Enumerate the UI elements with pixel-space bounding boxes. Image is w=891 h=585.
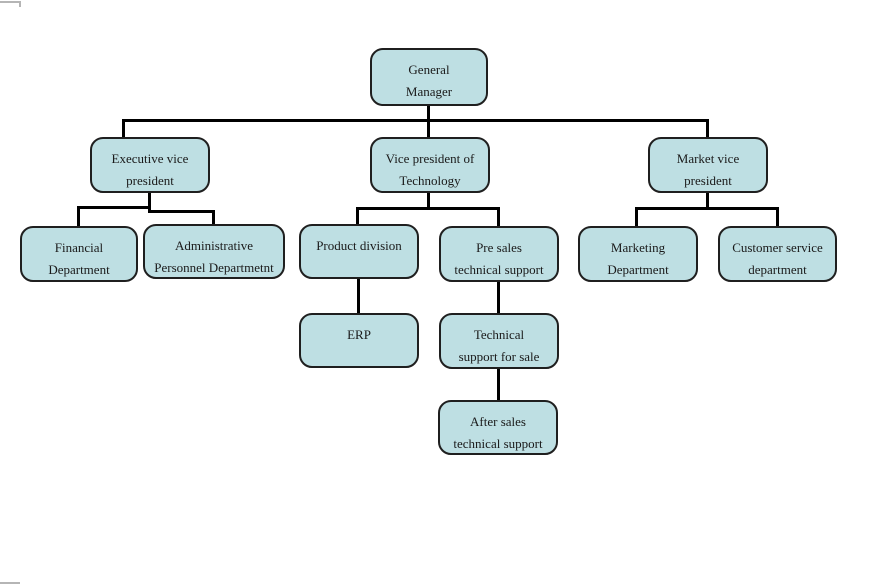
node-administrative-personnel-department: Administrative Personnel Departmetnt [143,224,285,279]
connector-drop-pre-sales [497,207,500,227]
connector-drop-marketing [635,207,638,227]
node-pre-sales-technical-support: Pre sales technical support [439,226,559,282]
node-general-manager-label: General Manager [405,62,453,99]
connector-drop-executive-vp [122,119,125,138]
node-after-sales-technical-support: After sales technical support [438,400,558,455]
connector-top-bar [122,119,709,122]
node-vice-president-of-technology: Vice president of Technology [370,137,490,193]
connector-drop-admin-personnel [212,210,215,225]
node-customer-service-department: Customer service department [718,226,837,282]
connector-tech-bar [356,207,500,210]
connector-drop-market-vp [706,119,709,138]
node-financial-department: Financial Department [20,226,138,282]
node-executive-vice-president: Executive vice president [90,137,210,193]
node-market-vice-president-label: Market vice president [676,151,740,188]
connector-exec-bar-left [77,206,151,209]
node-marketing-department-label: Marketing Department [607,240,669,277]
page-corner-mark-bottom-left [0,582,20,584]
connector-exec-bar-right [148,210,215,213]
node-vice-president-of-technology-label: Vice president of Technology [385,151,475,188]
connector-drop-product-division [356,207,359,225]
connector-drop-customer-service [776,207,779,227]
connector-drop-financial [77,206,80,227]
node-customer-service-department-label: Customer service department [732,240,823,277]
node-technical-support-for-sale-label: Technical support for sale [458,327,540,364]
node-pre-sales-technical-support-label: Pre sales technical support [454,240,544,277]
node-technical-support-for-sale: Technical support for sale [439,313,559,369]
connector-market-vp-stub [706,191,709,209]
node-marketing-department: Marketing Department [578,226,698,282]
node-product-division-label: Product division [316,238,402,253]
node-erp: ERP [299,313,419,368]
page-corner-mark-top-left [0,1,21,3]
node-erp-label: ERP [347,327,371,342]
connector-product-to-erp [357,278,360,314]
page-corner-mark-top-left-tick [19,1,21,7]
node-market-vice-president: Market vice president [648,137,768,193]
node-product-division: Product division [299,224,419,279]
connector-gm-drop [427,106,430,139]
node-general-manager: General Manager [370,48,488,106]
connector-market-bar [635,207,779,210]
connector-vp-tech-stub [427,191,430,209]
connector-executive-vp-stub [148,191,151,212]
node-after-sales-technical-support-label: After sales technical support [453,414,543,451]
node-administrative-personnel-department-label: Administrative Personnel Departmetnt [154,238,274,275]
connector-techsupport-to-aftersales [497,368,500,401]
node-executive-vice-president-label: Executive vice president [111,151,189,188]
connector-presales-to-techsupport [497,281,500,314]
node-financial-department-label: Financial Department [48,240,110,277]
